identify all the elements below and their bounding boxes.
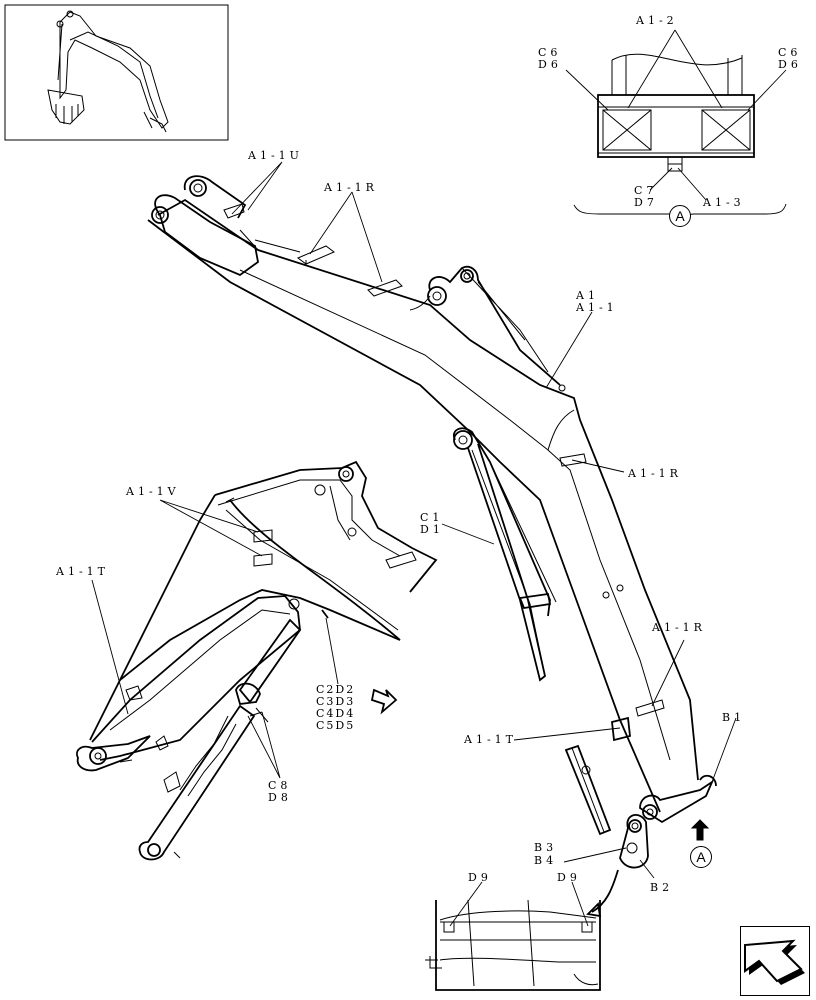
- label-c5d5: C5D5: [316, 719, 356, 732]
- label-c8: C8: [268, 779, 292, 792]
- arrow-a-marker: A: [690, 846, 712, 868]
- label-c2d2: C2D2: [316, 683, 356, 696]
- label-c7: C7: [634, 184, 658, 197]
- lower-cylinder: [564, 716, 649, 869]
- label-d9-right: D9: [557, 871, 581, 884]
- leader-lines: [91, 161, 737, 927]
- view-a-arrow-icon: [690, 819, 710, 841]
- label-d6-left: D6: [538, 58, 562, 71]
- label-a1-1r-top: A1-1R: [324, 181, 378, 194]
- label-a1-1v: A1-1V: [126, 485, 180, 498]
- label-c1: C1: [420, 511, 444, 524]
- label-c3d3: C3D3: [316, 695, 356, 708]
- label-a1-1t-left: A1-1T: [56, 565, 109, 578]
- label-b1: B1: [722, 711, 746, 724]
- boom-cylinder: [452, 427, 557, 682]
- label-d8: D8: [268, 791, 292, 804]
- label-a1-2: A1-2: [636, 14, 678, 27]
- detail-view-a: [565, 29, 787, 224]
- label-d9-left: D9: [468, 871, 492, 884]
- label-a1-1r-low: A1-1R: [652, 621, 706, 634]
- label-d6-right: D6: [778, 58, 802, 71]
- label-c6-right: C6: [778, 46, 802, 59]
- detail-a-marker: A: [669, 205, 691, 227]
- label-c4d4: C4D4: [316, 707, 356, 720]
- label-a1-3: A1-3: [703, 196, 745, 209]
- label-a1-1: A1-1: [576, 301, 618, 314]
- label-b4: B4: [534, 854, 558, 867]
- label-a1-1t-mid: A1-1T: [464, 733, 517, 746]
- label-a1-1r-mid: A1-1R: [628, 467, 682, 480]
- label-c6-left: C6: [538, 46, 562, 59]
- label-b3: B3: [534, 841, 558, 854]
- boom: [147, 175, 717, 824]
- label-b2: B2: [650, 881, 674, 894]
- thumbnail-excavator-arm: [4, 4, 229, 141]
- bucket-cylinder: [138, 618, 302, 861]
- pin-detail: [425, 869, 619, 991]
- label-d1: D1: [420, 523, 444, 536]
- next-page-arrow-icon: [744, 939, 805, 985]
- next-page-button[interactable]: [740, 926, 810, 996]
- direction-arrow-icon: [370, 688, 398, 715]
- label-a1-1u: A1-1U: [248, 149, 303, 162]
- arm: [76, 460, 438, 772]
- label-d7: D7: [634, 196, 658, 209]
- label-a1: A1: [576, 289, 599, 302]
